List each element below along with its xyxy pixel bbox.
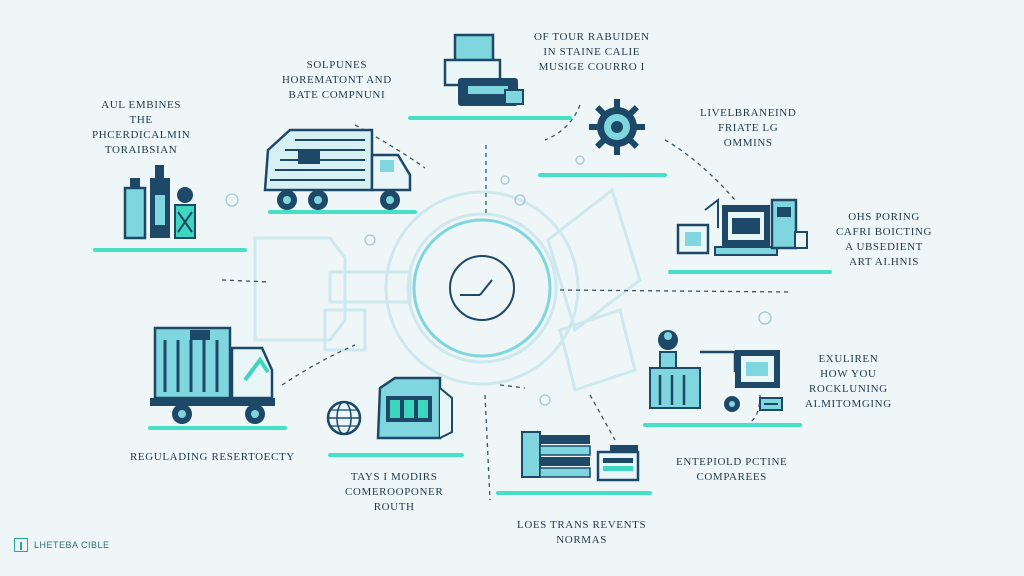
factory-network-icon (649, 330, 783, 412)
server-stack-icon (521, 431, 640, 482)
cargo-truck-icon (150, 326, 275, 424)
footer-text: LHETEBA CIBLE (34, 540, 110, 550)
dashed-connectors (221, 104, 791, 501)
decorative-dots (225, 155, 772, 406)
storefront-icon (376, 376, 453, 440)
machine-printer-icon (443, 33, 524, 106)
bottles-chemicals-icon (123, 165, 196, 240)
gear-icon (589, 99, 645, 155)
delivery-truck-icon (263, 128, 412, 210)
node-label-bottom-left: REGULADING RESERTOECTY (130, 451, 295, 463)
background-ghost-shapes (253, 187, 642, 392)
footer-brand: LHETEBA CIBLE (14, 538, 110, 552)
hub-clock-icon (412, 218, 552, 358)
computer-workstation-icon (676, 197, 808, 256)
teal-underlines (93, 116, 832, 495)
logo-icon (14, 538, 28, 552)
globe-icon (326, 400, 362, 436)
